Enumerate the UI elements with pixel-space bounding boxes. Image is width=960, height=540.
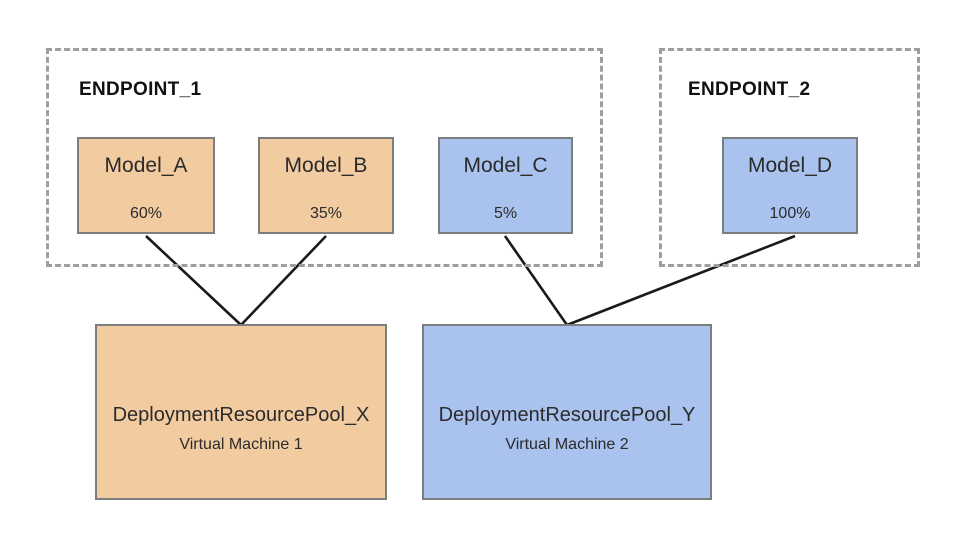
pool-x-name: DeploymentResourcePool_X bbox=[112, 404, 370, 426]
model-a-name: Model_A bbox=[104, 154, 188, 177]
model-b-traffic: 35% bbox=[309, 205, 343, 222]
model-c-box: Model_C 5% bbox=[438, 137, 573, 234]
model-a-box: Model_A 60% bbox=[77, 137, 215, 234]
endpoint-2-label: ENDPOINT_2 bbox=[688, 79, 811, 100]
model-a-traffic: 60% bbox=[129, 205, 163, 222]
model-b-box: Model_B 35% bbox=[258, 137, 394, 234]
model-d-traffic: 100% bbox=[769, 205, 811, 222]
pool-y-machine: Virtual Machine 2 bbox=[505, 436, 629, 453]
pool-y-box: DeploymentResourcePool_Y Virtual Machine… bbox=[422, 324, 712, 500]
model-c-name: Model_C bbox=[463, 154, 548, 177]
pool-x-box: DeploymentResourcePool_X Virtual Machine… bbox=[95, 324, 387, 500]
pool-x-machine: Virtual Machine 1 bbox=[179, 436, 303, 453]
model-c-traffic: 5% bbox=[493, 205, 518, 222]
model-d-name: Model_D bbox=[747, 154, 833, 177]
endpoint-2-group: ENDPOINT_2 Model_D 100% bbox=[659, 48, 920, 267]
model-b-name: Model_B bbox=[284, 154, 368, 177]
model-d-box: Model_D 100% bbox=[722, 137, 858, 234]
pool-y-name: DeploymentResourcePool_Y bbox=[438, 404, 696, 426]
endpoint-1-group: ENDPOINT_1 Model_A 60% Model_B 35% Model… bbox=[46, 48, 603, 267]
endpoint-1-label: ENDPOINT_1 bbox=[79, 79, 202, 100]
